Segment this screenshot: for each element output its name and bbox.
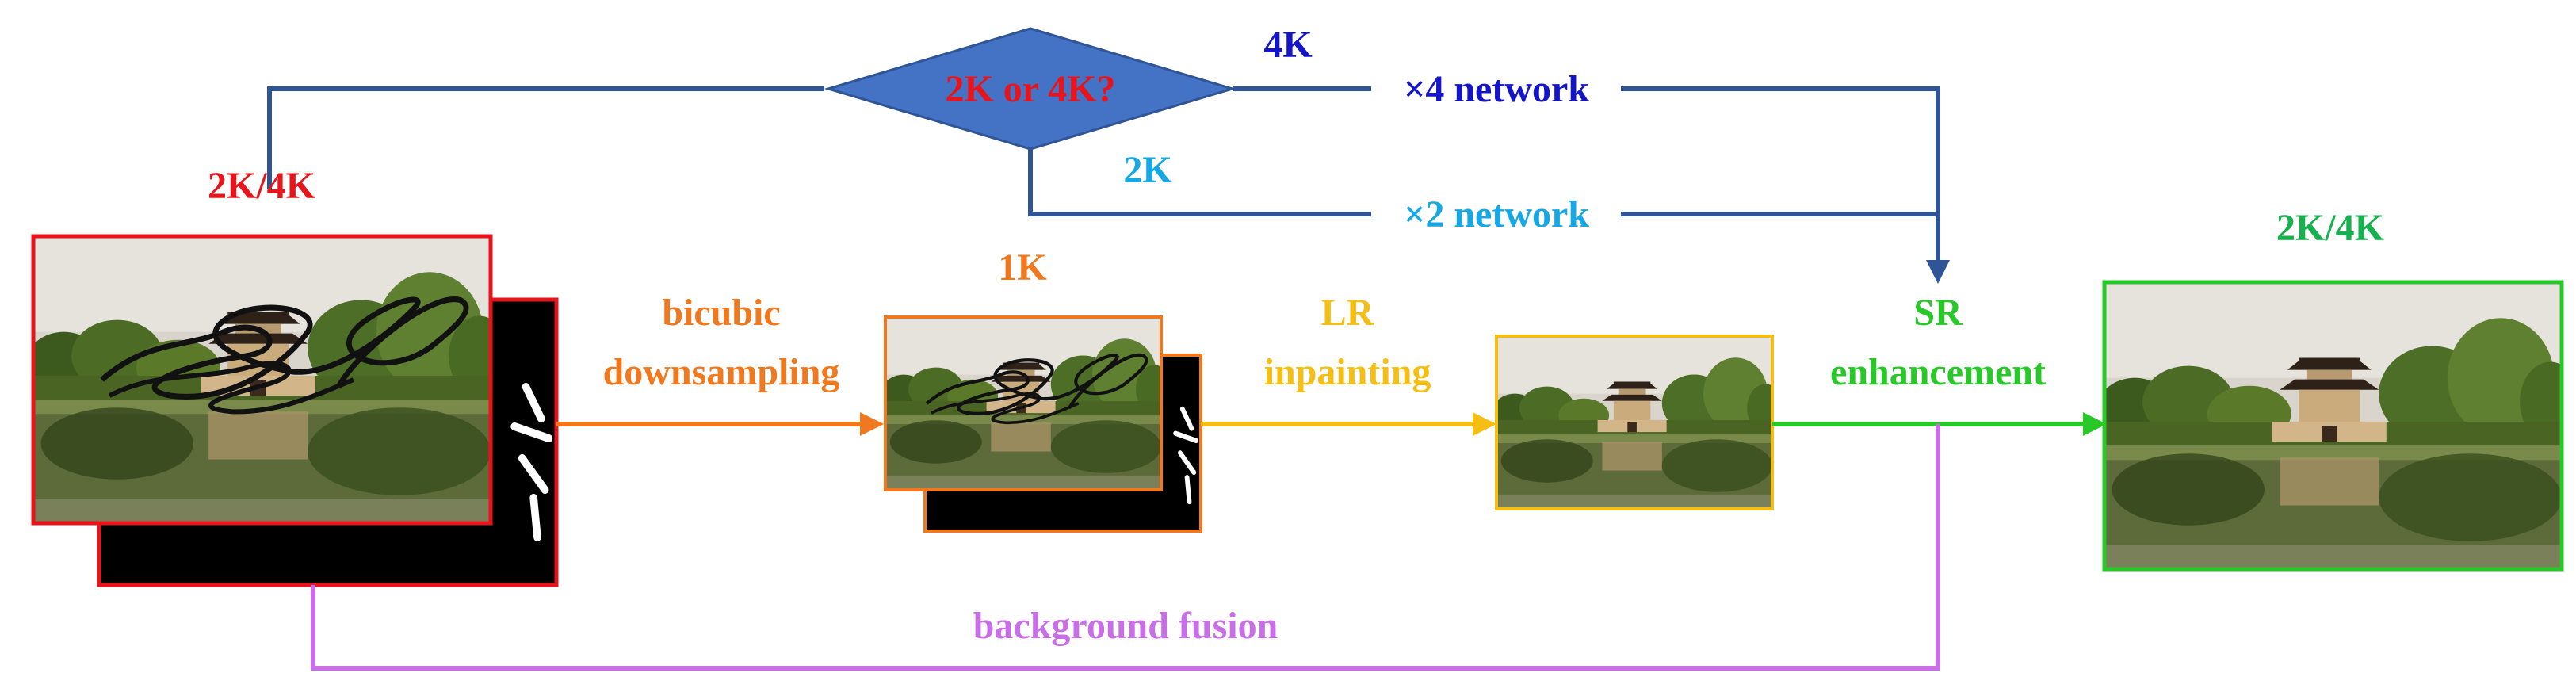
downsampling-label-line1: bicubic <box>662 292 780 334</box>
sr-label-line2: enhancement <box>1830 351 2046 393</box>
downsampling-label-line2: downsampling <box>603 351 840 393</box>
output-resolution-label: 2K/4K <box>2276 207 2384 249</box>
lr-inpainted-image <box>1495 335 1774 510</box>
branch-2k-line <box>1028 149 1371 216</box>
lr-resolution-label: 1K <box>998 247 1046 289</box>
decision-label: 2K or 4K? <box>945 68 1115 110</box>
input-masked-image <box>31 234 493 526</box>
inpainting-label-line1: LR <box>1321 292 1375 334</box>
output-image <box>2102 280 2564 572</box>
background-fusion-label: background fusion <box>973 605 1278 647</box>
branch-input-line <box>267 86 824 189</box>
branch-4k-label: 4K <box>1263 24 1312 66</box>
inpainting-label-line2: inpainting <box>1264 351 1431 393</box>
lr-masked-image <box>884 315 1163 491</box>
sr-label-line1: SR <box>1913 292 1963 334</box>
branch-2k-label: 2K <box>1123 149 1171 191</box>
background-fusion-line <box>311 424 1940 671</box>
network-x2-label: ×2 network <box>1404 193 1589 235</box>
input-resolution-label: 2K/4K <box>208 165 315 207</box>
resolution-branch: 2K or 4K? 4K ×4 network 2K ×2 network <box>267 24 1950 284</box>
network-x4-label: ×4 network <box>1404 68 1589 110</box>
